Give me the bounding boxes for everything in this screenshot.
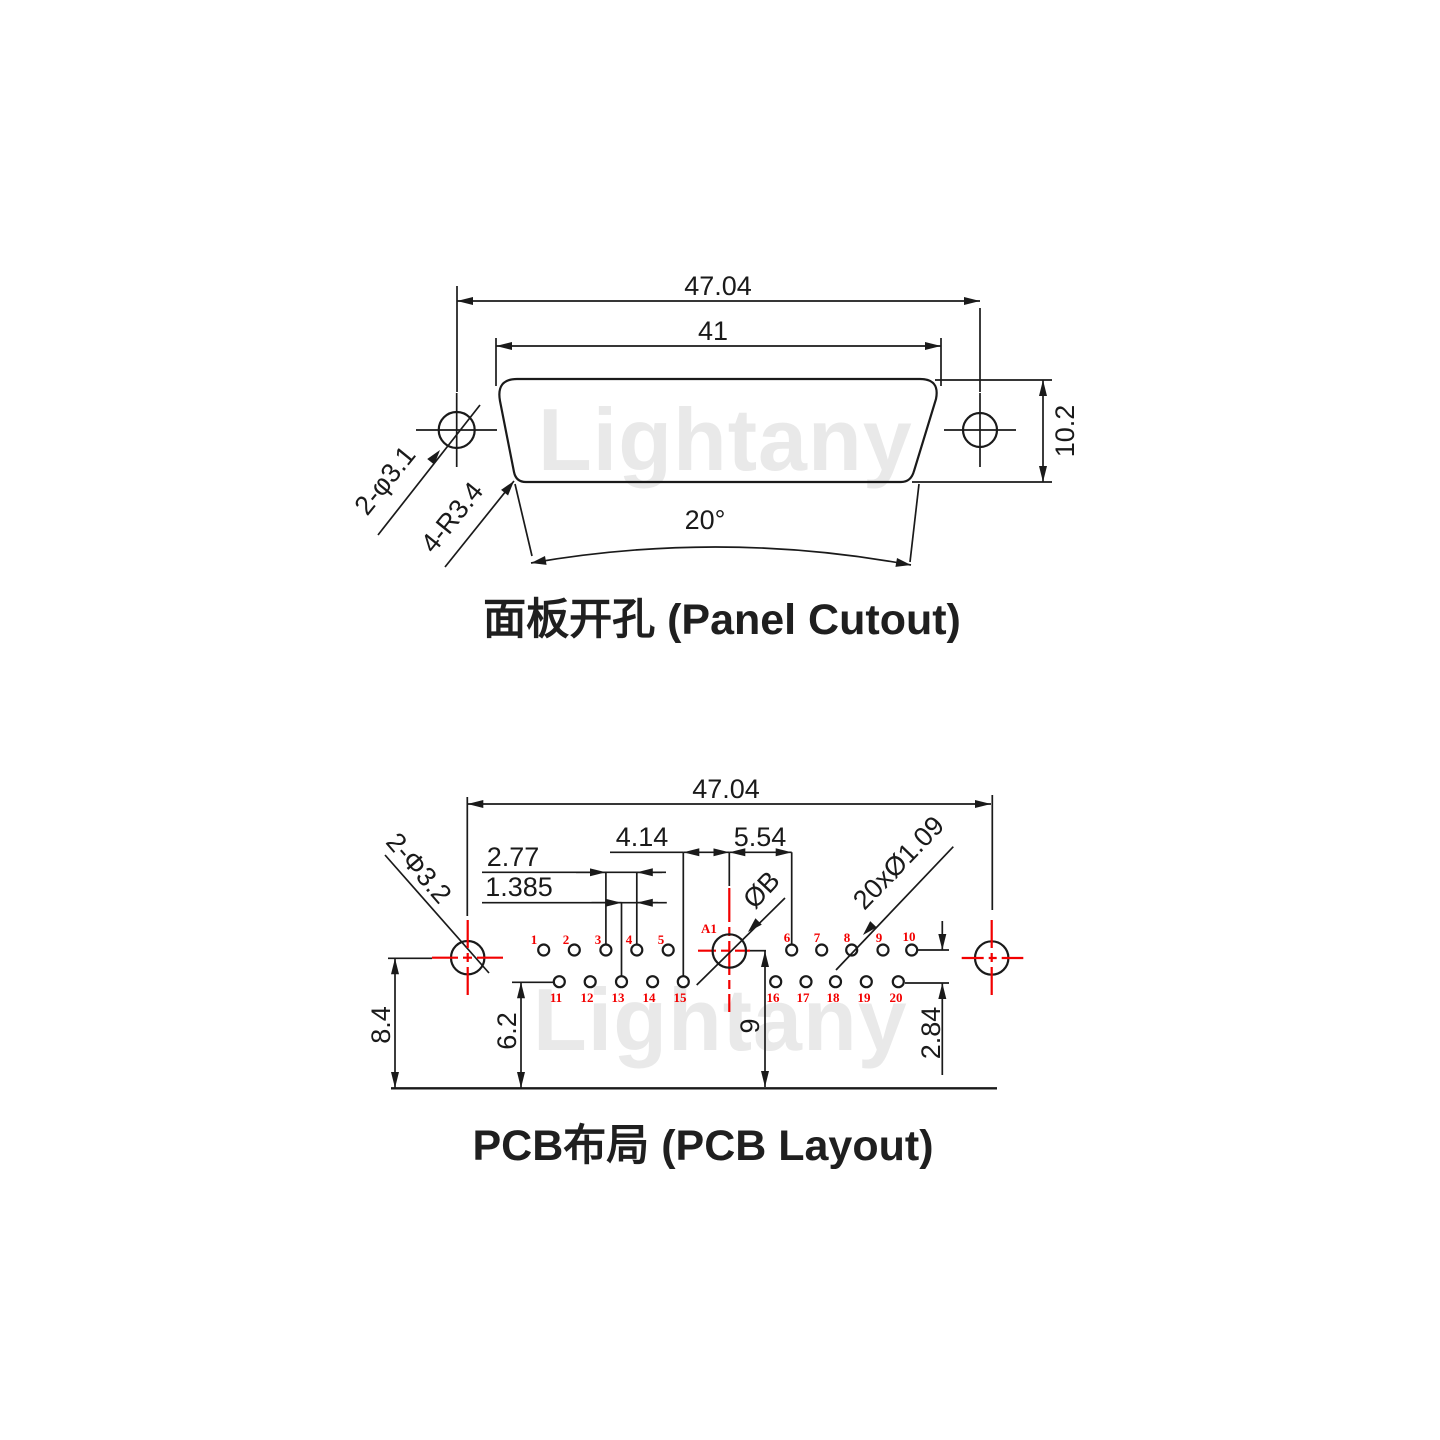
svg-text:8: 8: [844, 930, 851, 945]
pcb-pin-numbers-bottom: 11 12 13 14 15 16 17 18 19 20: [550, 990, 903, 1005]
svg-text:7: 7: [814, 930, 821, 945]
svg-text:5: 5: [658, 932, 665, 947]
pcb-dim-outer-width: 47.04: [692, 774, 760, 804]
panel-dim-angle: 20°: [685, 505, 726, 535]
svg-text:20: 20: [890, 990, 903, 1005]
pcb-a1-label: A1: [701, 921, 717, 936]
svg-text:4: 4: [626, 932, 633, 947]
svg-text:12: 12: [581, 990, 594, 1005]
pcb-dim-row2-to-edge: 6.2: [492, 1012, 522, 1050]
pcb-dim-a1-pin6: 5.54: [734, 822, 787, 852]
watermark-bottom: Lightany: [533, 970, 908, 1069]
panel-cutout-title: 面板开孔 (Panel Cutout): [483, 596, 961, 644]
svg-text:13: 13: [612, 990, 626, 1005]
pcb-dim-half-pitch: 1.385: [485, 872, 553, 902]
svg-text:15: 15: [674, 990, 688, 1005]
pcb-pin-holes-label: 20xØ1.09: [847, 810, 950, 915]
svg-text:16: 16: [767, 990, 781, 1005]
panel-cutout-body: [498, 377, 938, 484]
panel-dim-height: 10.2: [1050, 405, 1080, 458]
svg-text:3: 3: [595, 932, 602, 947]
pcb-mount-hole-right: [961, 920, 1024, 997]
panel-dim-outer-width: 47.04: [684, 271, 752, 301]
panel-dim-inner-width: 41: [698, 316, 728, 346]
svg-text:11: 11: [550, 990, 562, 1005]
pcb-dim-mount-to-edge: 8.4: [366, 1006, 396, 1044]
pcb-mount-holes-label: 2-Φ3.2: [380, 827, 457, 909]
svg-text:18: 18: [827, 990, 841, 1005]
pcb-pin-numbers-top: 1 2 3 4 5 6 7 8 9 10: [531, 929, 916, 947]
pcb-mount-hole-left: [432, 920, 503, 996]
svg-text:1: 1: [531, 932, 538, 947]
pcb-dim-row-spacing: 2.84: [916, 1007, 946, 1060]
panel-corner-radius-label: 4-R3.4: [415, 476, 489, 558]
watermark-top: Lightany: [538, 390, 913, 489]
panel-mount-hole-left: [416, 393, 497, 467]
svg-text:6: 6: [784, 930, 791, 945]
svg-text:14: 14: [643, 990, 657, 1005]
svg-text:10: 10: [903, 929, 916, 944]
pcb-a1-hole: [698, 888, 750, 1012]
pcb-layout-title: PCB布局 (PCB Layout): [472, 1122, 933, 1170]
pcb-dim-pin15-a1: 4.14: [616, 822, 669, 852]
panel-mount-holes-label: 2-φ3.1: [348, 440, 421, 520]
pcb-dim-a1-to-edge: 9: [735, 1018, 765, 1033]
pcb-pin-holes-top-row: [537, 943, 919, 957]
svg-text:19: 19: [858, 990, 872, 1005]
panel-mount-hole-right: [944, 393, 1016, 467]
pcb-dim-pitch: 2.77: [487, 842, 540, 872]
pcb-big-hole-dia-label: ØB: [737, 865, 786, 914]
svg-text:17: 17: [797, 990, 811, 1005]
svg-text:2: 2: [563, 932, 570, 947]
svg-text:9: 9: [876, 930, 883, 945]
